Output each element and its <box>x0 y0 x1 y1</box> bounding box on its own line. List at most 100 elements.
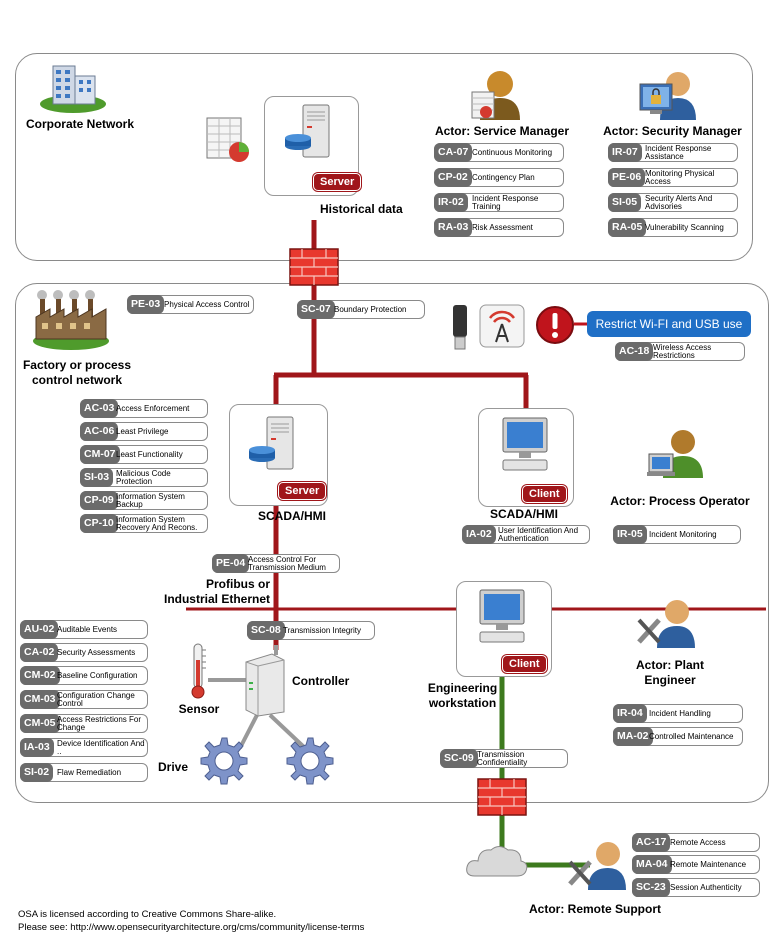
controller-device-icon <box>245 653 285 717</box>
client-tag: Client <box>502 655 547 673</box>
control-desc: Boundary Protection <box>334 304 407 314</box>
process-operator-avatar-icon <box>647 430 703 478</box>
server-icon <box>249 416 294 470</box>
control-code: MA-02 <box>613 727 653 746</box>
control-desc: Malicious Code Protection <box>116 468 171 486</box>
control-code: AU-02 <box>20 620 59 639</box>
control-code: PE-06 <box>608 168 646 187</box>
control-desc: Remote Access <box>670 837 726 847</box>
drive-link-1 <box>238 714 259 749</box>
control-desc: Wireless Access Restrictions <box>653 342 712 360</box>
control-desc: Session Authenticity <box>670 882 742 892</box>
control-code: CP-02 <box>434 168 472 187</box>
control-code: CM-03 <box>20 690 60 709</box>
control-desc: Security Alerts And Advisories <box>645 193 713 211</box>
control-code: SI-02 <box>20 763 54 782</box>
remote-support-avatar-icon <box>568 842 626 890</box>
control-code: AC-18 <box>615 342 654 361</box>
control-code: SC-23 <box>632 878 670 897</box>
control-code: IR-07 <box>608 143 642 162</box>
scada-hmi-client-label: SCADA/HMI <box>490 507 558 521</box>
control-code: CM-07 <box>80 445 120 464</box>
control-code: RA-03 <box>434 218 473 237</box>
server-icon <box>285 104 330 158</box>
report-chart-icon <box>206 117 249 162</box>
controller-label: Controller <box>292 674 350 688</box>
control-code: CP-10 <box>80 514 118 533</box>
control-code: SC-07 <box>297 300 335 319</box>
engineering-workstation-label: Engineering workstation <box>427 681 498 710</box>
security-manager-avatar-icon <box>639 72 696 120</box>
server-tag: Server <box>313 173 362 191</box>
workstation-icon <box>479 589 525 643</box>
control-code: SI-05 <box>608 193 642 212</box>
control-desc: User Identification And Authentication <box>498 525 579 543</box>
control-desc: Access Restrictions For Change <box>57 714 142 732</box>
control-desc: Flaw Remediation <box>57 767 122 777</box>
drive-gear-icon <box>200 737 248 785</box>
control-code: PE-03 <box>127 295 165 314</box>
workstation-icon <box>502 417 548 471</box>
drive-label: Drive <box>157 760 189 774</box>
control-desc: Incident Response Training <box>472 193 539 211</box>
control-desc: Information System Backup <box>116 491 185 509</box>
control-desc: Security Assessments <box>57 647 136 657</box>
control-code: IR-04 <box>613 704 647 723</box>
control-desc: Continuous Monitoring <box>472 147 553 157</box>
license-line-1: OSA is licensed according to Creative Co… <box>18 909 277 920</box>
control-code: SI-03 <box>80 468 114 487</box>
remote-support-label: Actor: Remote Support <box>529 902 661 916</box>
historical-data-label: Historical data <box>320 202 403 216</box>
control-code: AC-17 <box>632 833 671 852</box>
factory-icon <box>33 290 109 350</box>
usb-stick-icon <box>453 305 467 350</box>
service-manager-label: Actor: Service Manager <box>434 124 570 138</box>
internet-cloud-icon <box>466 846 528 877</box>
control-desc: Access Control For Transmission Medium <box>248 554 326 572</box>
control-code: CM-05 <box>20 714 60 733</box>
control-desc: Monitoring Physical Access <box>645 168 715 186</box>
factory-network-label: Factory or process control network <box>22 358 132 387</box>
control-desc: Risk Assessment <box>472 222 533 232</box>
security-manager-label: Actor: Security Manager <box>603 124 742 138</box>
control-code: PE-04 <box>212 554 250 573</box>
service-manager-avatar-icon <box>471 71 520 120</box>
control-desc: Least Privilege <box>116 426 169 436</box>
control-desc: Incident Response Assistance <box>645 143 712 161</box>
control-desc: Physical Access Control <box>164 299 250 309</box>
control-code: IR-05 <box>613 525 647 544</box>
plant-engineer-label: Actor: Plant Engineer <box>635 658 704 687</box>
control-desc: Transmission Confidentiality <box>477 749 528 767</box>
control-desc: Least Functionality <box>116 449 183 459</box>
control-desc: Controlled Maintenance <box>649 731 734 741</box>
control-code: SC-08 <box>247 621 285 640</box>
warning-connector <box>574 322 588 326</box>
control-desc: Information System Recovery And Recons. <box>116 514 198 532</box>
control-desc: Remote Maintenance <box>670 859 747 869</box>
control-desc: Access Enforcement <box>116 403 190 413</box>
